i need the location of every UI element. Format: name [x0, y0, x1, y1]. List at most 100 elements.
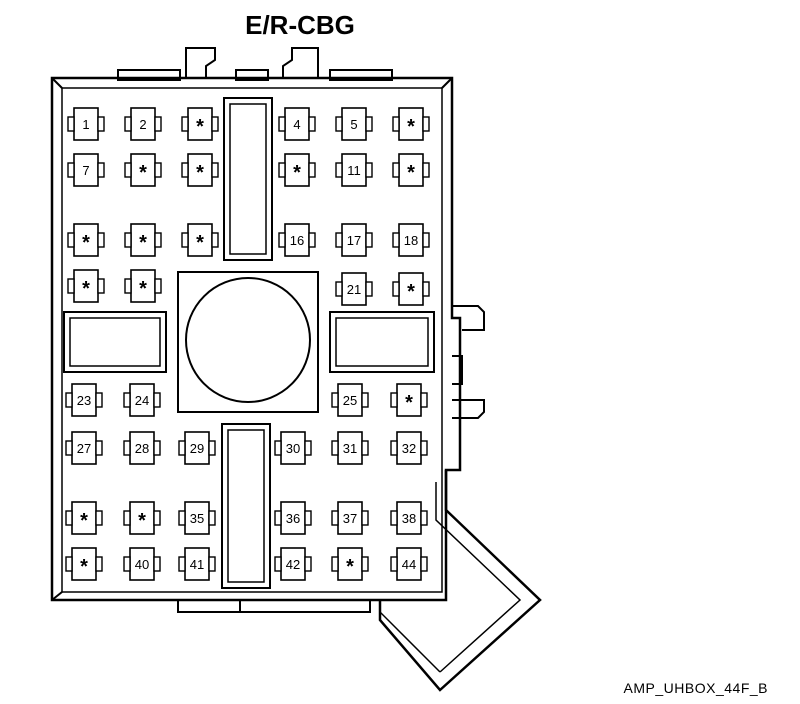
- fuse-label: 38: [402, 511, 416, 526]
- fuse-label: 4: [293, 117, 300, 132]
- fuse-label: 16: [290, 233, 304, 248]
- fuse-label: 2: [139, 117, 146, 132]
- fuse-19: *: [67, 269, 105, 303]
- fuse-24: 24: [123, 383, 161, 417]
- fuse-4: 4: [278, 107, 316, 141]
- fuse-label: 31: [343, 441, 357, 456]
- fuse-7: 7: [67, 153, 105, 187]
- fuse-label: 25: [343, 393, 357, 408]
- side-clip-lower: [452, 399, 485, 419]
- relay-slot-lower: [221, 423, 271, 589]
- fuse-label: *: [293, 162, 301, 184]
- top-ledge-left: [117, 69, 181, 81]
- top-tab-center: [235, 69, 269, 81]
- relay-slot-upper: [223, 97, 273, 261]
- fuse-15: *: [181, 223, 219, 257]
- fuse-11: 11: [335, 153, 373, 187]
- fuse-35: 35: [178, 501, 216, 535]
- side-clip-upper: [452, 305, 485, 331]
- fuse-label: *: [405, 392, 413, 414]
- fuse-label: *: [346, 556, 354, 578]
- fuse-18: 18: [392, 223, 430, 257]
- fuse-label: 44: [402, 557, 416, 572]
- fuse-label: 17: [347, 233, 361, 248]
- fuse-29: 29: [178, 431, 216, 465]
- center-socket-frame: [177, 271, 319, 413]
- bottom-ledge-right: [239, 599, 371, 613]
- fuse-label: *: [139, 278, 147, 300]
- fuse-label: *: [80, 556, 88, 578]
- fuse-34: *: [123, 501, 161, 535]
- fuse-label: 37: [343, 511, 357, 526]
- fuse-32: 32: [390, 431, 428, 465]
- fuse-1: 1: [67, 107, 105, 141]
- fuse-label: 30: [286, 441, 300, 456]
- fuse-33: *: [65, 501, 103, 535]
- fuse-40: 40: [123, 547, 161, 581]
- fuse-label: 41: [190, 557, 204, 572]
- fuse-13: *: [67, 223, 105, 257]
- fuse-31: 31: [331, 431, 369, 465]
- top-tab-left: [185, 47, 216, 78]
- fuse-17: 17: [335, 223, 373, 257]
- fuse-label: 18: [404, 233, 418, 248]
- fuse-label: 29: [190, 441, 204, 456]
- fuse-label: *: [196, 232, 204, 254]
- bottom-ledge-left: [177, 599, 241, 613]
- fuse-label: *: [407, 281, 415, 303]
- side-slot-left: [63, 311, 167, 373]
- fuse-label: *: [138, 510, 146, 532]
- fuse-label: 42: [286, 557, 300, 572]
- side-clip-mid: [452, 355, 463, 385]
- fuse-41: 41: [178, 547, 216, 581]
- fuse-38: 38: [390, 501, 428, 535]
- housing-inner: [61, 87, 443, 593]
- fuse-42: 42: [274, 547, 312, 581]
- fuse-label: 27: [77, 441, 91, 456]
- fuse-label: *: [82, 278, 90, 300]
- fuse-2: 2: [124, 107, 162, 141]
- fuse-37: 37: [331, 501, 369, 535]
- fuse-label: 1: [82, 117, 89, 132]
- fuse-label: *: [407, 116, 415, 138]
- fuse-label: *: [196, 116, 204, 138]
- fuse-9: *: [181, 153, 219, 187]
- fuse-label: 21: [347, 282, 361, 297]
- fuse-label: *: [196, 162, 204, 184]
- top-ledge-right: [329, 69, 393, 81]
- fuse-label: 32: [402, 441, 416, 456]
- fuse-28: 28: [123, 431, 161, 465]
- diagram-caption: AMP_UHBOX_44F_B: [623, 680, 768, 696]
- fuse-label: 23: [77, 393, 91, 408]
- fuse-label: 28: [135, 441, 149, 456]
- center-socket: [185, 277, 311, 403]
- fuse-label: 24: [135, 393, 149, 408]
- fuse-30: 30: [274, 431, 312, 465]
- fuse-12: *: [392, 153, 430, 187]
- fuse-16: 16: [278, 223, 316, 257]
- fuse-label: 11: [347, 163, 361, 178]
- fuse-label: *: [407, 162, 415, 184]
- fuse-label: 7: [82, 163, 89, 178]
- fuse-36: 36: [274, 501, 312, 535]
- fuse-label: 40: [135, 557, 149, 572]
- fuse-23: 23: [65, 383, 103, 417]
- fuse-3: *: [181, 107, 219, 141]
- diagram-title: E/R-CBG: [245, 10, 355, 40]
- fuse-44: 44: [390, 547, 428, 581]
- fuse-6: *: [392, 107, 430, 141]
- fuse-20: *: [124, 269, 162, 303]
- fuse-label: 36: [286, 511, 300, 526]
- fuse-8: *: [124, 153, 162, 187]
- fuse-label: *: [139, 162, 147, 184]
- fuse-21: 21: [335, 272, 373, 306]
- fuse-14: *: [124, 223, 162, 257]
- fuse-43: *: [331, 547, 369, 581]
- fuse-5: 5: [335, 107, 373, 141]
- fuse-26: *: [390, 383, 428, 417]
- fuse-label: *: [139, 232, 147, 254]
- fuse-label: *: [82, 232, 90, 254]
- fuse-25: 25: [331, 383, 369, 417]
- top-tab-right: [282, 47, 319, 78]
